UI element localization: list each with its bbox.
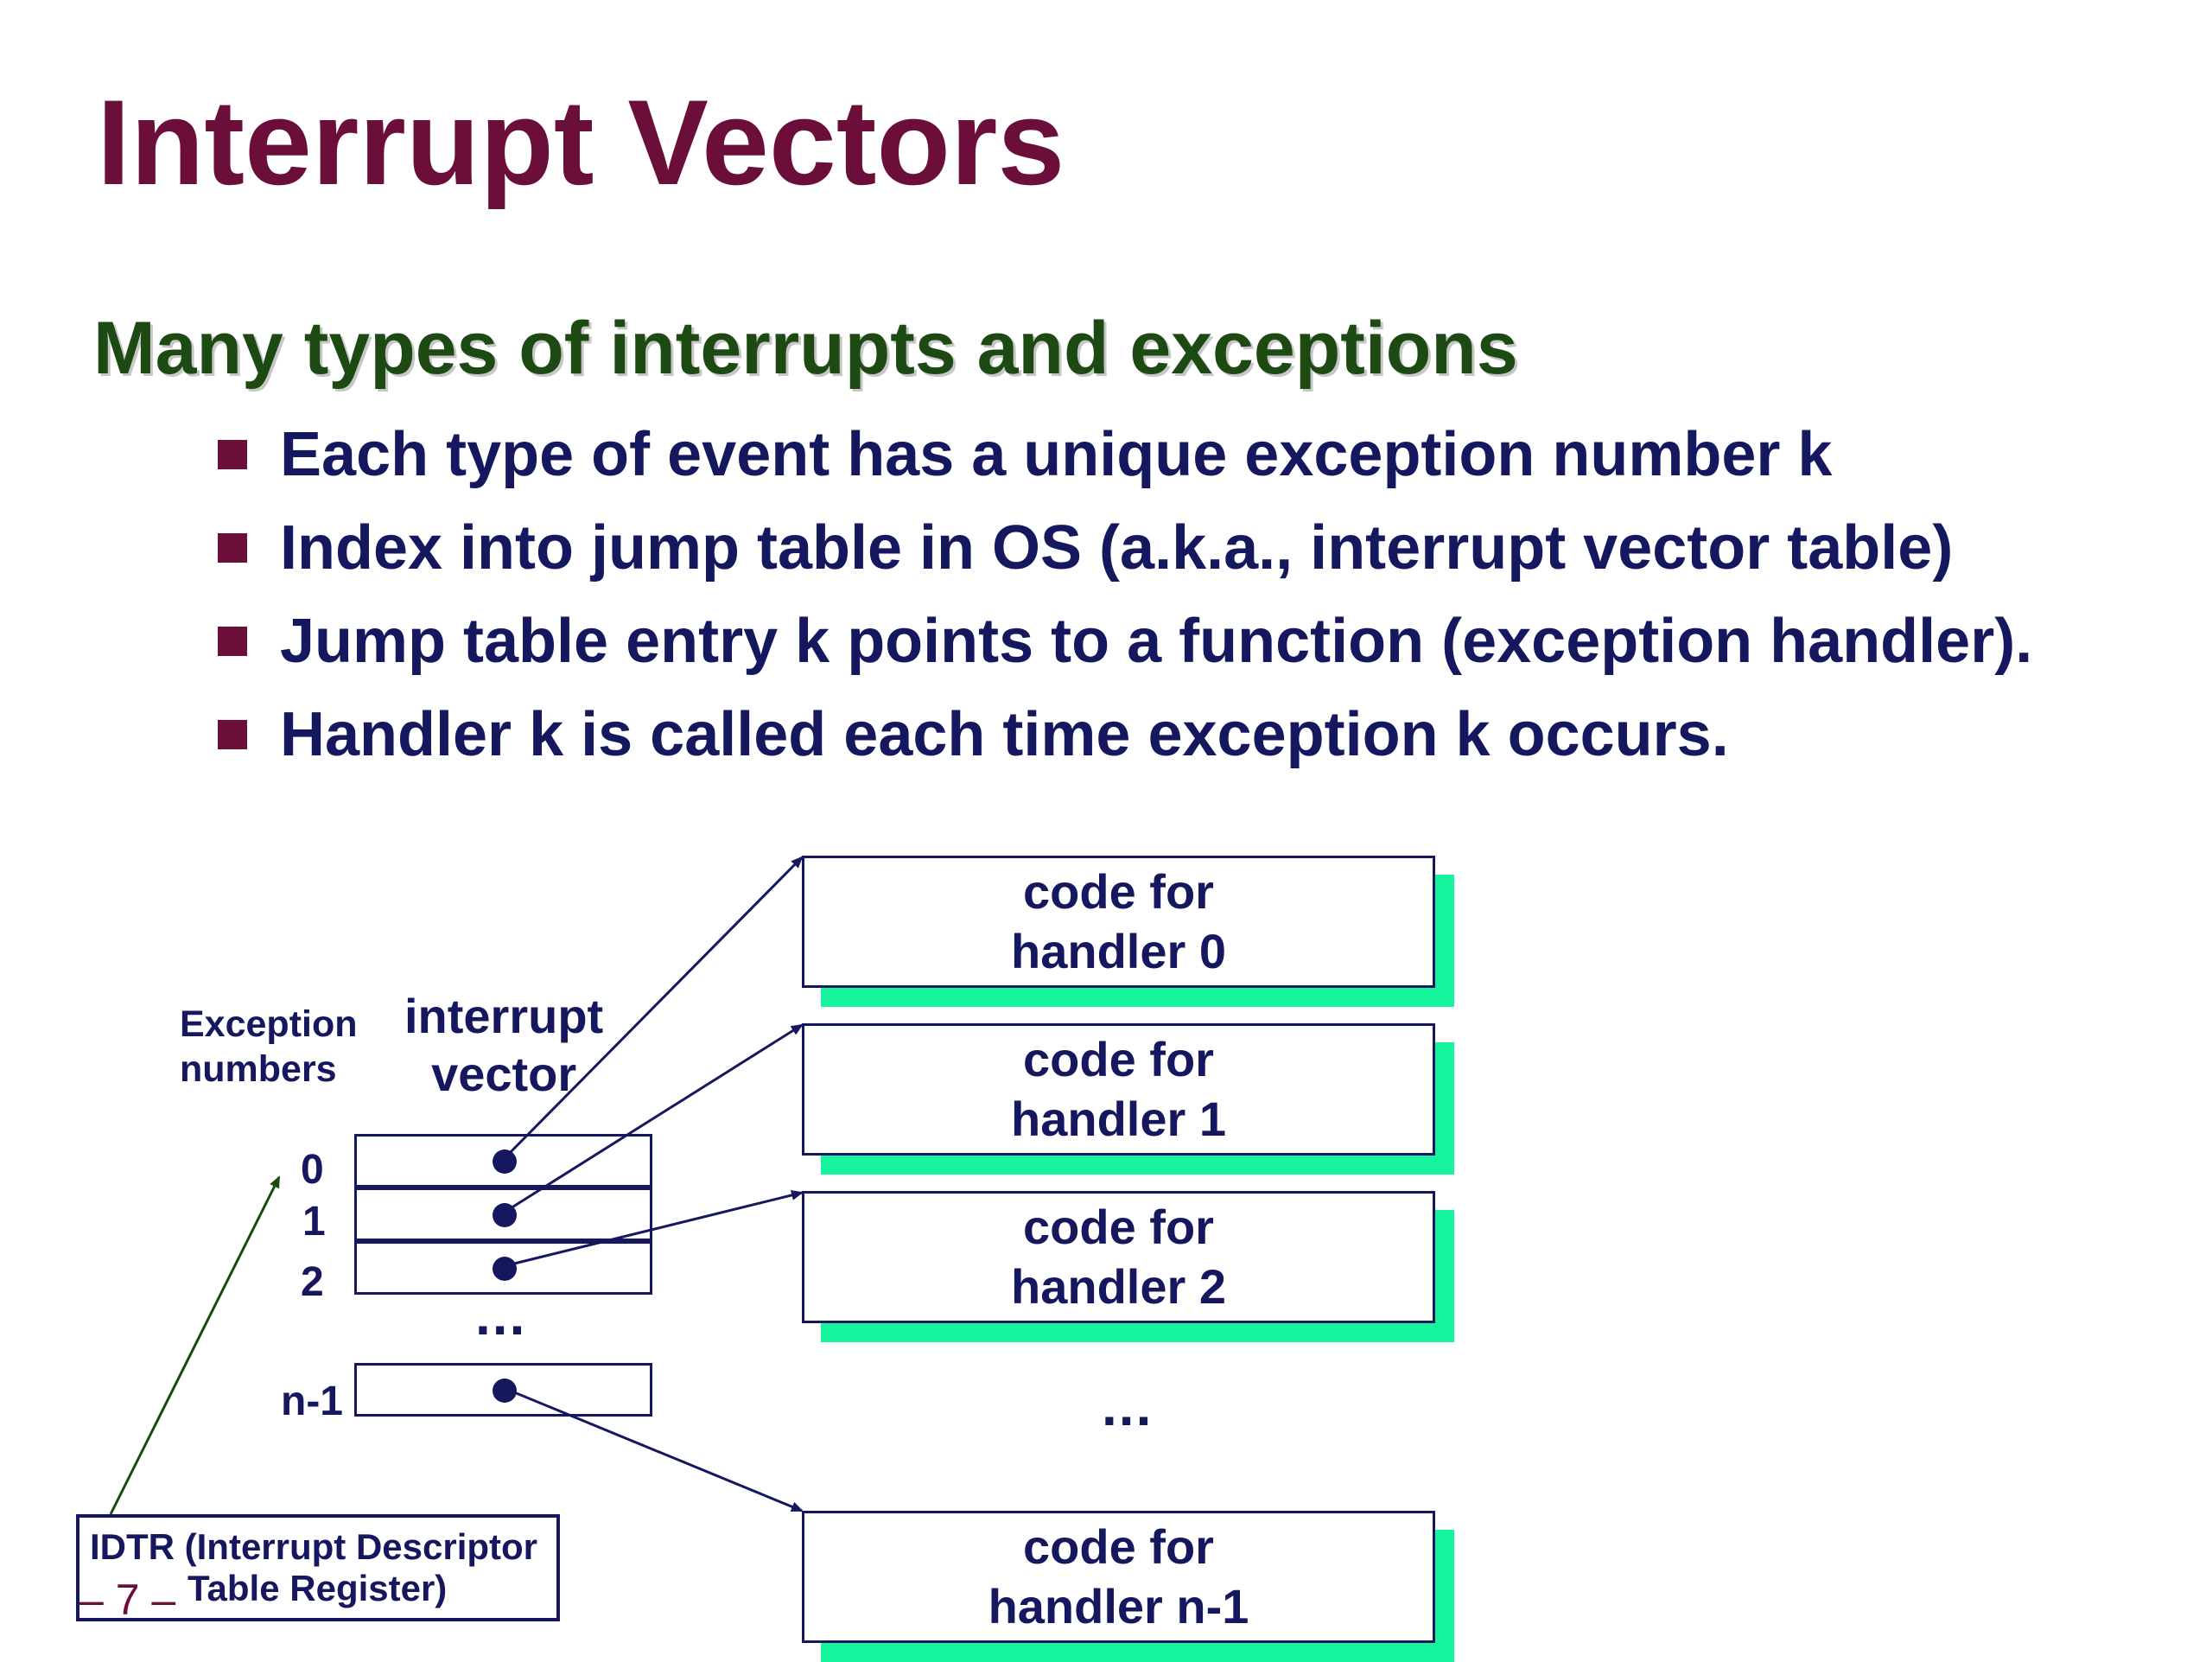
vector-entry-2 [354,1241,652,1295]
exception-numbers-label-line: Exception [180,1003,358,1045]
handler-code: code for handler 0 [802,856,1435,988]
bullet-text: Index into jump table in OS (a.k.a., int… [280,513,1954,583]
handler-box-0: code for handler 0 [802,856,1457,1007]
vector-ellipsis: ... [475,1284,527,1347]
index-label: 0 [301,1147,324,1193]
square-bullet-icon [218,627,247,656]
handler-box-2: code for handler 2 [802,1191,1457,1342]
handler-box-n-1: code for handler n-1 [802,1511,1457,1662]
interrupt-vector-label: interrupt vector [404,987,603,1103]
interrupt-vector-label-line: vector [431,1047,577,1102]
handler-text: code for [1023,1032,1214,1087]
slide-subtitle: Many types of interrupts and exceptions [93,307,1518,390]
idtr-label: Table Register) [188,1568,448,1608]
pointer-arrow-0 [502,856,804,1161]
handler-text: code for [1023,864,1214,920]
handler-text: handler 2 [1011,1258,1226,1314]
pointer-arrow-2 [503,1190,804,1268]
bullet-text: Handler k is called each time exception … [280,700,1729,769]
vector-entry-0 [354,1134,652,1188]
vector-entry-1 [354,1188,652,1241]
bullet-text: Jump table entry k points to a function … [280,607,2033,676]
idtr-arrow [109,1175,281,1515]
bullet-item: Each type of event has a unique exceptio… [218,423,1832,486]
page-number: – 7 – [79,1576,176,1624]
handler-ellipsis: ... [1102,1375,1154,1437]
vector-entry-n-1 [354,1363,652,1417]
square-bullet-icon [218,720,247,749]
index-label: 1 [302,1199,326,1245]
handler-code: code for handler n-1 [802,1511,1435,1643]
handler-text: handler 1 [1011,1091,1226,1146]
interrupt-vector-label-line: interrupt [404,989,604,1043]
handler-code: code for handler 2 [802,1191,1435,1323]
square-bullet-icon [218,440,247,469]
pointer-arrow-n-1 [503,1386,804,1512]
index-label: n-1 [281,1379,343,1424]
bullet-text: Each type of event has a unique exceptio… [280,420,1833,489]
bullet-item: Jump table entry k points to a function … [218,610,2032,672]
handler-text: handler 0 [1011,923,1226,978]
pointer-dot [493,1149,517,1174]
handler-text: code for [1023,1519,1214,1575]
slide-title: Interrupt Vectors [97,74,1065,210]
handler-box-1: code for handler 1 [802,1023,1457,1175]
pointer-dot [493,1257,517,1281]
handler-text: code for [1023,1200,1214,1255]
index-label: 2 [301,1259,324,1305]
idtr-label: IDTR (Interrupt Descriptor [90,1526,538,1567]
bullet-item: Index into jump table in OS (a.k.a., int… [218,517,1953,579]
idtr-box: IDTR (Interrupt Descriptor Table Registe… [76,1514,560,1621]
handler-code: code for handler 1 [802,1023,1435,1156]
exception-numbers-label-line: numbers [180,1048,337,1090]
handler-text: handler n-1 [988,1578,1249,1633]
exception-numbers-label: Exception numbers [180,1003,358,1092]
pointer-arrow-1 [503,1023,804,1214]
square-bullet-icon [218,533,247,563]
bullet-item: Handler k is called each time exception … [218,704,1729,766]
